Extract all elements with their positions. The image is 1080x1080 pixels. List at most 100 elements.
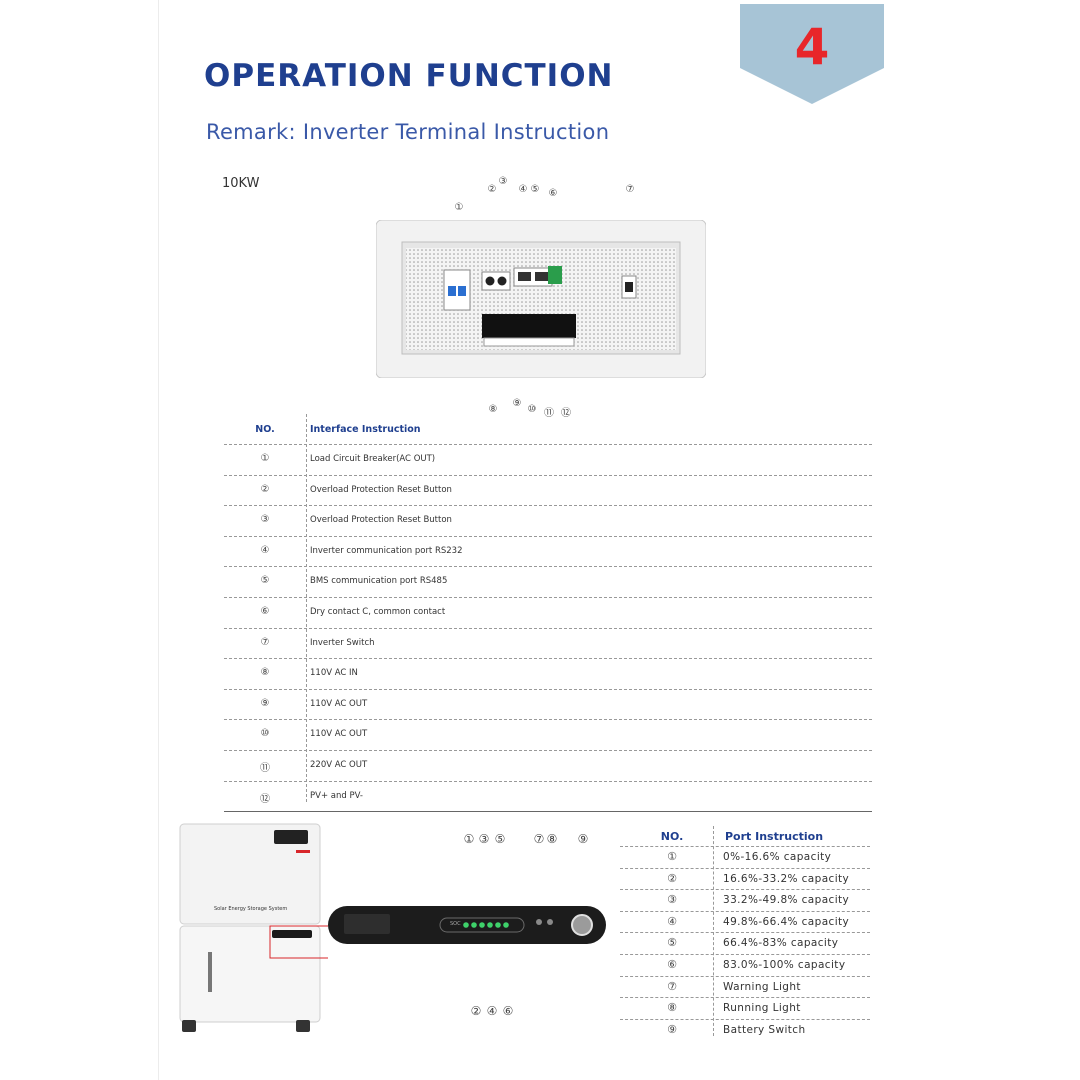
inverter-callout-2: ② <box>487 184 497 195</box>
row-number: ② <box>260 483 270 495</box>
table-row: ⑤ 66.4%-83% capacity <box>620 932 870 954</box>
table-row: ⑩ 110V AC OUT <box>224 719 872 750</box>
row-text: 110V AC OUT <box>310 729 368 740</box>
panel-callout-8: ⑧ <box>546 832 558 846</box>
row-text: Warning Light <box>723 980 801 993</box>
interface-table-header: NO. Interface Instruction <box>224 414 872 444</box>
inverter-callout-10: ⑩ <box>527 404 537 415</box>
row-text: 66.4%-83% capacity <box>723 937 839 950</box>
row-number: ⑫ <box>260 793 270 805</box>
row-text: Overload Protection Reset Button <box>310 484 452 495</box>
panel-callout-9: ⑨ <box>577 832 589 846</box>
table-row: ⑫ PV+ and PV- <box>224 780 872 813</box>
panel-callout-3: ③ <box>478 832 490 846</box>
row-number: ③ <box>260 514 270 526</box>
table-row: ⑥ Dry contact C, common contact <box>224 596 872 628</box>
inverter-callout-1: ① <box>454 202 464 213</box>
row-text: 83.0%-100% capacity <box>723 958 846 971</box>
row-number: ② <box>667 871 677 885</box>
row-text: 110V AC OUT <box>310 698 368 709</box>
page-margin-line <box>158 0 159 1080</box>
panel-callout-7: ⑦ <box>533 832 545 846</box>
row-number: ⑩ <box>260 728 270 740</box>
row-number: ④ <box>260 544 270 556</box>
port-table-divider <box>713 826 714 1036</box>
row-number: ⑨ <box>260 697 270 709</box>
table-row: ③ Overload Protection Reset Button <box>224 505 872 536</box>
table-row: ② Overload Protection Reset Button <box>224 474 872 506</box>
row-number: ⑦ <box>260 636 270 648</box>
row-number: ⑥ <box>260 605 270 617</box>
table-row: ⑨ 110V AC OUT <box>224 688 872 720</box>
row-number: ⑦ <box>667 979 677 993</box>
page-subtitle: Remark: Inverter Terminal Instruction <box>206 120 610 144</box>
row-text: Load Circuit Breaker(AC OUT) <box>310 454 436 464</box>
header-interface-instruction: Interface Instruction <box>310 424 421 435</box>
page-number-badge: 4 <box>740 4 884 104</box>
row-number: ① <box>667 850 677 863</box>
control-panel-illustration <box>328 906 606 944</box>
header-no: NO. <box>255 424 275 435</box>
inverter-illustration <box>375 219 707 379</box>
table-row: ① Load Circuit Breaker(AC OUT) <box>224 444 872 475</box>
table-row: ⑦ Warning Light <box>620 975 870 998</box>
row-number: ⑤ <box>667 936 677 950</box>
page-number: 4 <box>794 18 830 76</box>
inverter-callout-6: ⑥ <box>548 188 558 199</box>
row-text: BMS communication port RS485 <box>310 576 448 587</box>
row-number: ⑧ <box>260 667 270 679</box>
panel-callout-2: ② <box>470 1004 482 1018</box>
row-number: ⑧ <box>667 1001 677 1015</box>
table-row: ⑤ BMS communication port RS485 <box>224 566 872 597</box>
row-text: Running Light <box>723 1002 801 1015</box>
panel-callout-4: ④ <box>486 1004 498 1018</box>
panel-callout-5: ⑤ <box>494 832 506 846</box>
row-number: ⑤ <box>260 575 270 587</box>
row-text: 0%-16.6% capacity <box>723 851 832 863</box>
inverter-callout-12: ⑫ <box>561 408 571 419</box>
row-text: 220V AC OUT <box>310 759 368 770</box>
badge-shape <box>740 4 884 104</box>
port-table-header: NO. Port Instruction <box>620 826 870 846</box>
inverter-callout-4: ④ <box>518 184 528 195</box>
row-text: 33.2%-49.8% capacity <box>723 894 850 907</box>
row-text: Dry contact C, common contact <box>310 606 446 617</box>
inverter-callout-7: ⑦ <box>625 184 635 195</box>
row-text: 16.6%-33.2% capacity <box>723 872 850 885</box>
row-number: ① <box>260 453 270 464</box>
battery-label: Solar Energy Storage System <box>214 906 288 912</box>
battery-illustration <box>179 823 393 1032</box>
row-number: ④ <box>667 914 677 928</box>
interface-table-divider <box>306 414 307 802</box>
row-number: ③ <box>667 893 677 907</box>
panel-callout-6: ⑥ <box>502 1004 514 1018</box>
row-text: Inverter communication port RS232 <box>310 545 463 556</box>
inverter-callout-8: ⑧ <box>488 404 498 415</box>
row-number: ⑥ <box>667 957 677 971</box>
model-label: 10KW <box>222 176 260 191</box>
soc-label: SOC <box>450 921 461 927</box>
row-text: Overload Protection Reset Button <box>310 515 452 526</box>
row-text: Battery Switch <box>723 1023 806 1036</box>
row-text: Inverter Switch <box>310 637 375 648</box>
table-row: ⑧ Running Light <box>620 997 870 1019</box>
table-row: ② 16.6%-33.2% capacity <box>620 867 870 890</box>
inverter-callout-11: ⑪ <box>544 408 554 419</box>
table-row: ③ 33.2%-49.8% capacity <box>620 889 870 911</box>
inverter-callout-3: ③ <box>498 176 508 187</box>
table-row: ⑦ Inverter Switch <box>224 627 872 659</box>
inverter-rear-panel-image <box>375 219 707 379</box>
page-title: OPERATION FUNCTION <box>204 58 614 94</box>
inverter-callout-5: ⑤ <box>530 184 540 195</box>
inverter-callout-9: ⑨ <box>512 398 522 409</box>
table-row: ⑥ 83.0%-100% capacity <box>620 953 870 976</box>
row-text: 110V AC IN <box>310 668 358 679</box>
table-row: ⑧ 110V AC IN <box>224 658 872 689</box>
row-text: PV+ and PV- <box>310 790 363 801</box>
battery-control-panel: SOC <box>328 906 606 944</box>
interface-instruction-table: NO. Interface Instruction ① Load Circuit … <box>224 414 872 813</box>
battery-cabinet-image: Solar Energy Storage System <box>178 822 393 1034</box>
header-no: NO. <box>660 830 684 843</box>
